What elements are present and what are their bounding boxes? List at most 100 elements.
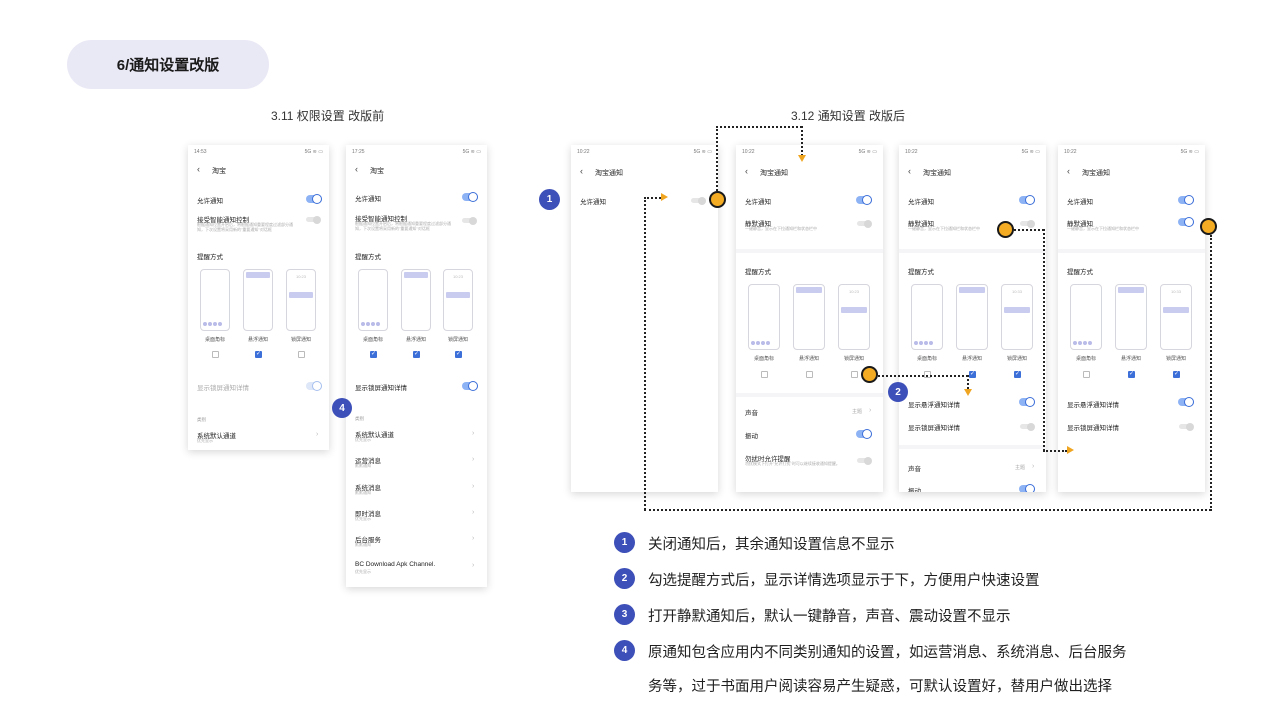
chevron-right-icon: › — [472, 535, 475, 542]
option-banner-checkbox[interactable] — [413, 350, 420, 358]
channel-item-label[interactable]: 后台服务 — [355, 537, 381, 544]
note-3-text: 打开静默通知后，默认一键静音，声音、震动设置不显示 — [648, 609, 1011, 625]
banner-details-toggle[interactable] — [1178, 397, 1194, 407]
lock-details-toggle[interactable] — [1020, 422, 1035, 431]
option-desktop-preview[interactable] — [748, 284, 780, 350]
back-icon[interactable]: ‹ — [197, 164, 200, 174]
highlight-lock-checkbox — [861, 366, 878, 383]
back-icon[interactable]: ‹ — [1067, 166, 1070, 176]
banner-details-toggle[interactable] — [1019, 397, 1035, 407]
option-banner-preview[interactable] — [401, 269, 431, 331]
option-desktop-preview[interactable] — [200, 269, 230, 331]
allow-notify-toggle[interactable] — [1178, 195, 1194, 205]
vibrate-toggle[interactable] — [1019, 484, 1035, 492]
connector-line — [644, 509, 1211, 511]
option-banner-preview[interactable] — [793, 284, 825, 350]
allow-notify-toggle[interactable] — [856, 195, 872, 205]
channel-default-label[interactable]: 系统默认通道 — [197, 433, 236, 440]
option-lock-preview[interactable]: 10:33 — [1160, 284, 1192, 350]
option-lock-checkbox[interactable] — [455, 350, 462, 358]
option-banner-checkbox[interactable] — [255, 350, 262, 358]
allow-notify-toggle[interactable] — [462, 192, 478, 202]
option-lock-checkbox[interactable] — [1173, 370, 1180, 378]
dnd-toggle[interactable] — [857, 456, 872, 465]
silent-desc: 一键静音，显示在下拉通知栏和状态栏中 — [908, 226, 980, 231]
channel-item-label[interactable]: 系统默认通道 — [355, 432, 394, 439]
vibrate-toggle[interactable] — [856, 429, 872, 439]
sound-label[interactable]: 声音 — [908, 466, 921, 473]
allow-notify-toggle[interactable] — [691, 196, 706, 205]
arrow-down-icon — [964, 389, 972, 396]
option-desktop-checkbox[interactable] — [370, 350, 377, 358]
allow-notify-toggle[interactable] — [306, 194, 322, 204]
option-banner-checkbox[interactable] — [969, 370, 976, 378]
option-lock-checkbox[interactable] — [298, 351, 305, 358]
option-lock-preview[interactable]: 10:23 — [286, 269, 316, 331]
connector-line — [644, 197, 661, 199]
option-banner-preview[interactable] — [243, 269, 273, 331]
option-desktop-label: 桌面角标 — [1076, 356, 1097, 362]
chevron-right-icon: › — [869, 407, 872, 414]
smart-control-toggle[interactable] — [462, 216, 477, 225]
remind-section: 提醒方式 — [908, 269, 934, 276]
option-banner-checkbox[interactable] — [806, 371, 813, 378]
option-banner-checkbox[interactable] — [1128, 370, 1135, 378]
connector-line — [716, 126, 802, 128]
connector-line — [801, 126, 803, 156]
sound-label[interactable]: 声音 — [745, 410, 758, 417]
dnd-label: 勿扰时允许提醒 — [745, 456, 791, 463]
silent-label: 静默通知 — [745, 221, 771, 228]
channel-item-label[interactable]: 系统消息 — [355, 485, 381, 492]
lock-details-toggle[interactable] — [306, 381, 322, 391]
allow-notify-toggle[interactable] — [1019, 195, 1035, 205]
chevron-right-icon: › — [1032, 463, 1035, 470]
back-icon[interactable]: ‹ — [580, 166, 583, 176]
option-lock-preview[interactable]: 10:33 — [1001, 284, 1033, 350]
option-banner-preview[interactable] — [1115, 284, 1147, 350]
option-lock-checkbox[interactable] — [1014, 370, 1021, 378]
back-icon[interactable]: ‹ — [908, 166, 911, 176]
channel-item-sub: 优先显示 — [355, 437, 371, 442]
channel-item-label[interactable]: 运营消息 — [355, 458, 381, 465]
option-desktop-checkbox[interactable] — [924, 371, 931, 378]
option-desktop-preview[interactable] — [358, 269, 388, 331]
banner-details-label: 显示悬浮通知详情 — [1067, 402, 1119, 409]
option-desktop-checkbox[interactable] — [1083, 371, 1090, 378]
option-lock-checkbox[interactable] — [851, 371, 858, 378]
silent-toggle[interactable] — [1020, 219, 1035, 228]
option-lock-preview[interactable]: 10:23 — [443, 269, 473, 331]
option-banner-label: 悬浮通知 — [406, 337, 427, 343]
smart-control-desc: 根据通知位置开启后，将根据通知重要程度过滤部分通知，下次设置将采用新的"重要通知… — [355, 221, 451, 231]
lock-details-toggle[interactable] — [1179, 422, 1194, 431]
channel-item-label[interactable]: BC Download Apk Channel. — [355, 561, 436, 568]
connector-line — [1014, 229, 1044, 231]
marker-1: 1 — [539, 189, 560, 210]
option-desktop-checkbox[interactable] — [212, 351, 219, 358]
option-lock-preview[interactable]: 10:23 — [838, 284, 870, 350]
option-desktop-checkbox[interactable] — [761, 371, 768, 378]
lock-details-toggle[interactable] — [462, 381, 478, 391]
silent-desc: 一键静音，显示在下拉通知栏和状态栏中 — [745, 226, 817, 231]
silent-toggle[interactable] — [1178, 217, 1194, 227]
note-1-text: 关闭通知后，其余通知设置信息不显示 — [648, 537, 895, 553]
chevron-right-icon: › — [316, 431, 319, 438]
back-icon[interactable]: ‹ — [355, 164, 358, 174]
divider — [899, 249, 1046, 253]
note-2-number: 2 — [614, 568, 635, 589]
smart-control-label: 接受智能通知控制 — [355, 216, 407, 223]
silent-toggle[interactable] — [857, 219, 872, 228]
back-icon[interactable]: ‹ — [745, 166, 748, 176]
smart-control-label: 接受智能通知控制 — [197, 217, 249, 224]
option-desktop-preview[interactable] — [1070, 284, 1102, 350]
channel-item-sub: 优先显示 — [355, 516, 371, 521]
option-desktop-preview[interactable] — [911, 284, 943, 350]
channel-item-label[interactable]: 即时消息 — [355, 511, 381, 518]
smart-control-toggle[interactable] — [306, 215, 321, 224]
option-banner-preview[interactable] — [956, 284, 988, 350]
channel-item-sub: 优先显示 — [355, 569, 371, 574]
section-title: 6/通知设置改版 — [67, 40, 269, 89]
